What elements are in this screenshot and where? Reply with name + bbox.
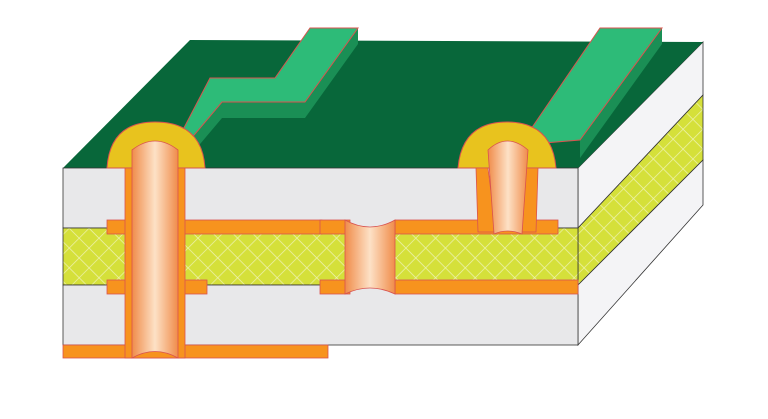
blind-via xyxy=(457,121,557,235)
buried-via xyxy=(344,219,396,295)
through-hole-via xyxy=(106,121,206,359)
right-trace xyxy=(518,27,663,158)
board-side-face xyxy=(577,41,704,347)
left-trace xyxy=(173,27,359,150)
